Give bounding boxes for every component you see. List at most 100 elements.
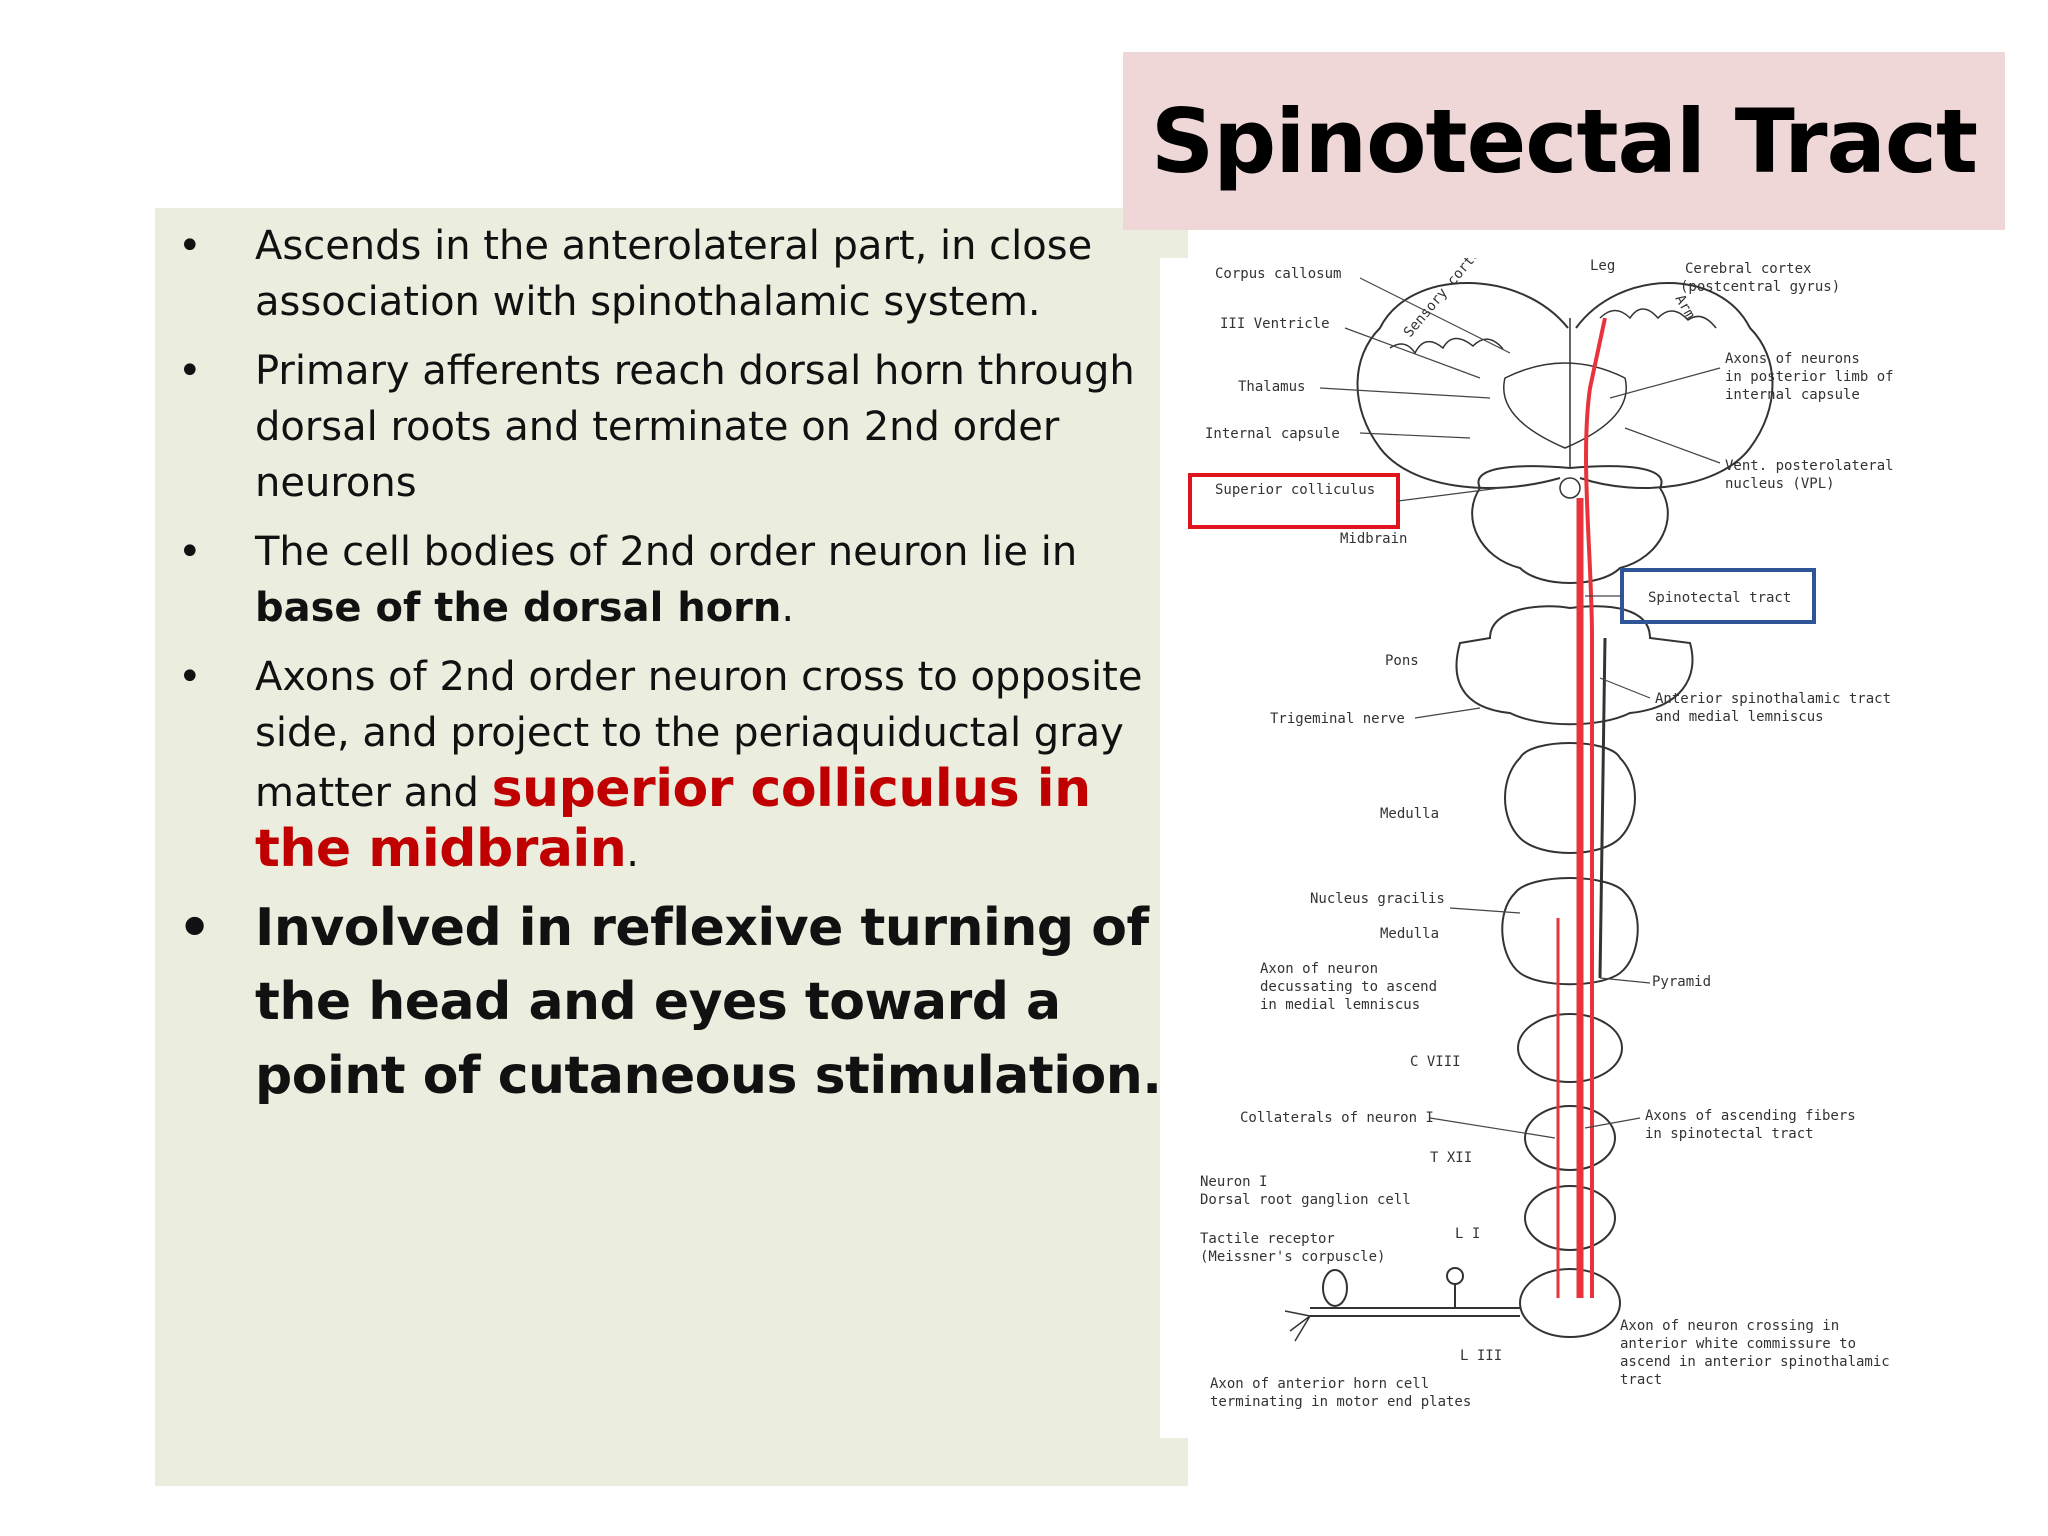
label-ant-spinothalamic-2: and medial lemniscus [1655,709,1824,725]
aqueduct [1559,477,1581,499]
bullet-dot: • [178,223,202,269]
label-thalamus: Thalamus [1238,379,1305,395]
label-l3: L III [1460,1348,1502,1364]
label-vpl-1: Vent. posterolateral [1725,458,1894,474]
leader-lines [1319,277,1721,1139]
label-drg-cell: Dorsal root ganglion cell [1200,1192,1411,1208]
bullet-dot: • [178,529,202,575]
leader-line [1414,707,1481,719]
label-leg: Leg [1590,258,1615,274]
label-axons-capsule-3: internal capsule [1725,387,1860,403]
label-postcentral-gyrus: (postcentral gyrus) [1680,279,1840,295]
bullet-item: • The cell bodies of 2nd order neuron li… [170,524,1170,636]
label-nucleus-gracilis: Nucleus gracilis [1310,891,1445,907]
leader-line [1599,677,1651,699]
segment-t12 [1524,1105,1616,1171]
motor-endings [1284,1310,1311,1342]
brain-section [1356,282,1774,489]
label-internal-capsule: Internal capsule [1205,426,1340,442]
label-superior-colliculus: Superior colliculus [1215,482,1375,498]
label-tactile-2: (Meissner's corpuscle) [1200,1249,1385,1265]
segment-l3 [1519,1268,1621,1338]
midbrain-outline [1471,465,1669,584]
leader-line [1449,907,1521,914]
bullet-text-end: . [781,585,795,631]
label-axon-decussating-2: decussating to ascend [1260,979,1437,995]
medulla-lower-section [1501,877,1639,986]
leader-line [1344,327,1481,379]
leader-line [1359,277,1511,354]
label-pons: Pons [1385,653,1419,669]
label-collaterals: Collaterals of neuron I [1240,1110,1434,1126]
label-ascending-fibers-2: in spinotectal tract [1645,1126,1814,1142]
medial-lemniscus-line [1598,637,1607,979]
label-crossing-2: anterior white commissure to [1620,1336,1856,1352]
right-hemisphere [1575,282,1774,489]
bullet-text: The cell bodies of 2nd order neuron lie … [255,529,1078,575]
label-axons-capsule-1: Axons of neurons [1725,351,1860,367]
bullet-list: • Ascends in the anterolateral part, in … [170,218,1170,1113]
bullet-dot: • [178,898,211,958]
label-neuron-one: Neuron I [1200,1174,1267,1190]
label-corpus-callosum: Corpus callosum [1215,266,1341,282]
thalamus-shape [1503,362,1627,449]
leader-line [1429,1117,1556,1139]
bullet-dot: • [178,654,202,700]
midbrain-section [1471,465,1669,584]
segment-l1 [1524,1185,1616,1251]
diagram-labels: Corpus callosum III Ventricle Thalamus I… [1200,258,1894,1410]
title-box: Spinotectal Tract [1123,52,2005,230]
leader-line [1624,427,1721,464]
peripheral-nerve [1284,1267,1520,1342]
label-t12: T XII [1430,1150,1472,1166]
label-trigeminal-nerve: Trigeminal nerve [1270,711,1405,727]
leader-line [1397,487,1501,502]
bullet-text: Axons of 2nd order neuron cross to oppos… [255,654,1143,816]
label-ascending-fibers-1: Axons of ascending fibers [1645,1108,1856,1124]
medulla-upper-section [1504,742,1636,854]
label-medulla-lower: Medulla [1380,926,1439,942]
label-axon-decussating-1: Axon of neuron [1260,961,1378,977]
label-vpl-2: nucleus (VPL) [1725,476,1835,492]
bullet-item-emphasis: • Involved in reflexive turning of the h… [170,891,1170,1113]
bullet-bold-text: base of the dorsal horn [255,585,782,631]
bullet-item: • Ascends in the anterolateral part, in … [170,218,1170,330]
leader-line [1584,1117,1641,1129]
drg-cell [1446,1267,1464,1285]
leader-line [1319,387,1491,399]
tactile-receptor [1322,1269,1348,1307]
label-pyramid: Pyramid [1652,974,1711,990]
bullet-text: Primary afferents reach dorsal horn thro… [255,348,1135,506]
label-anterior-horn-2: terminating in motor end plates [1210,1394,1471,1410]
bullet-text: Ascends in the anterolateral part, in cl… [255,223,1093,325]
figure-panel: Corpus callosum III Ventricle Thalamus I… [1160,258,2020,1438]
gyri-left [1389,337,1504,355]
label-crossing-3: ascend in anterior spinothalamic [1620,1354,1890,1370]
segment-c8 [1517,1013,1623,1083]
label-crossing-1: Axon of neuron crossing in [1620,1318,1839,1334]
label-third-ventricle: III Ventricle [1220,316,1330,332]
leader-line [1599,977,1651,984]
bullet-highlight-text: superior colliculus in the midbrain [255,759,1091,879]
gyri-right [1599,308,1717,329]
leader-line [1609,367,1721,399]
label-midbrain: Midbrain [1340,531,1407,547]
label-tactile-1: Tactile receptor [1200,1231,1335,1247]
label-sensory-cortex: Sensory cortex [1401,258,1489,341]
slide-title: Spinotectal Tract [1150,89,1978,193]
label-medulla-upper: Medulla [1380,806,1439,822]
spinal-segments [1517,1013,1623,1338]
label-l1: L I [1455,1226,1480,1242]
spinothalamic-tract-line [1584,317,1607,1298]
label-c8: C VIII [1410,1054,1461,1070]
label-crossing-4: tract [1620,1372,1662,1388]
bullet-text: Involved in reflexive turning of the hea… [255,898,1162,1106]
left-hemisphere [1356,282,1569,489]
spinotectal-pathway-diagram: Corpus callosum III Ventricle Thalamus I… [1188,258,1894,1410]
label-axons-capsule-2: in posterior limb of [1725,369,1894,385]
text-panel [155,208,1188,1486]
label-axon-decussating-3: in medial lemniscus [1260,997,1420,1013]
label-cerebral-cortex: Cerebral cortex [1685,261,1811,277]
bullet-item: • Primary afferents reach dorsal horn th… [170,343,1170,511]
pons-section [1455,605,1694,726]
